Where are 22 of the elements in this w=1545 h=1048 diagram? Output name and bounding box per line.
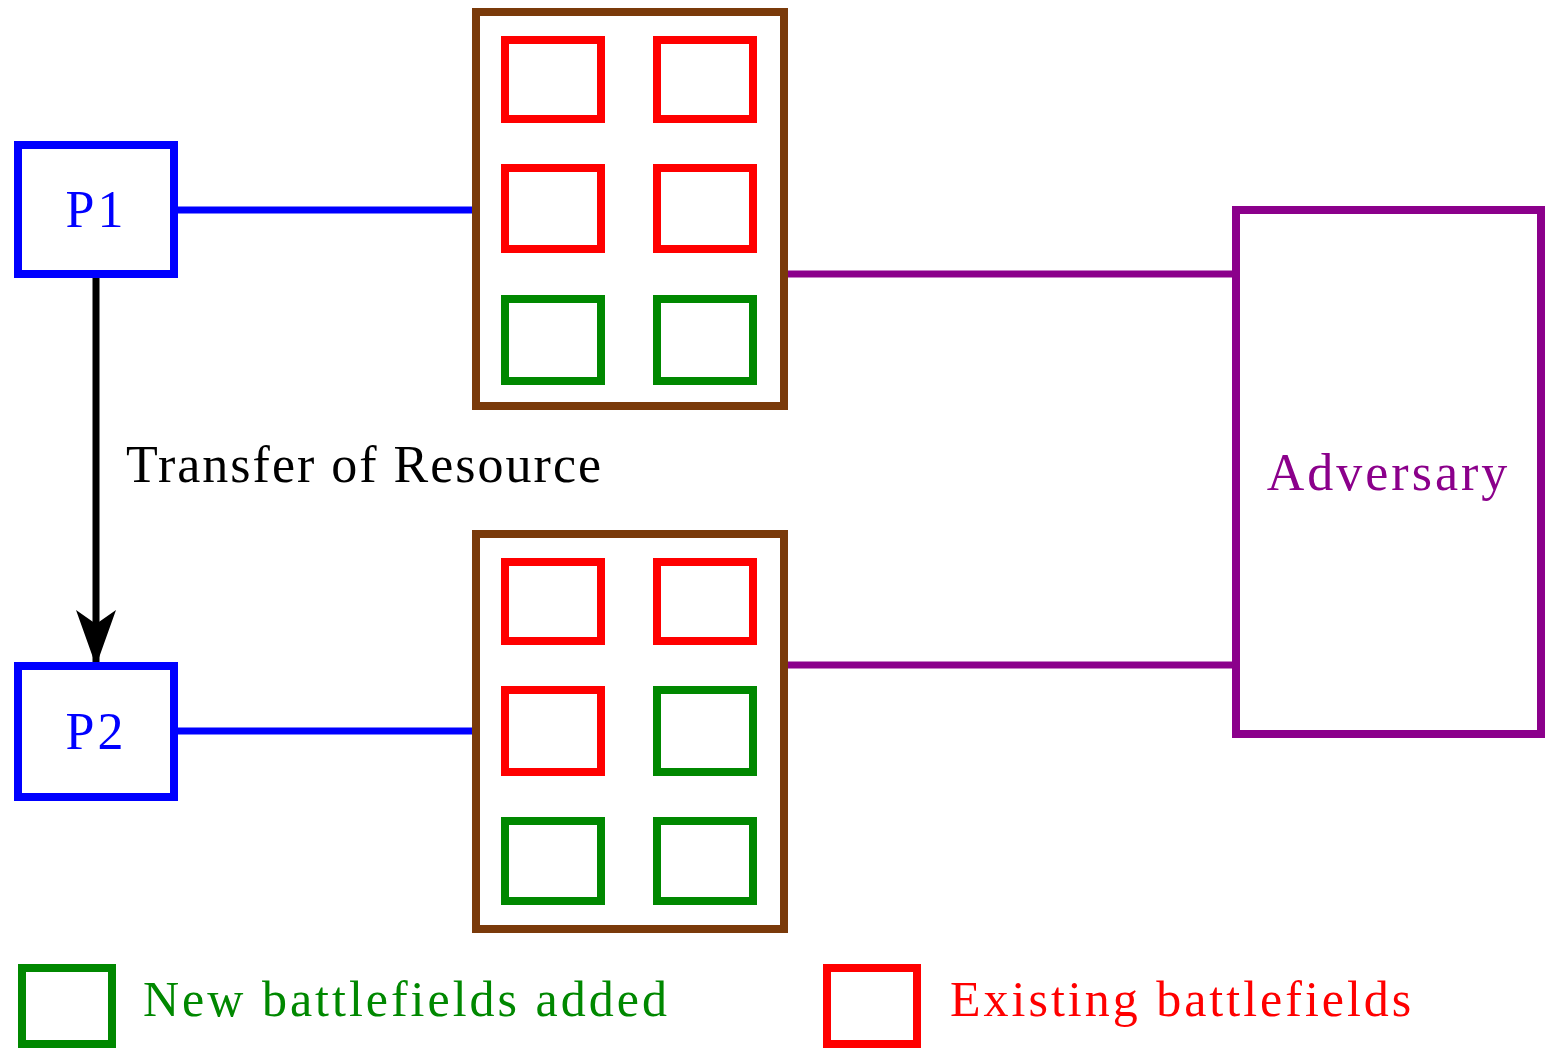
square-box: [501, 686, 605, 776]
square-box: [501, 295, 605, 385]
legend-label: New battlefields added: [143, 972, 670, 1027]
labeled-box: [14, 662, 178, 801]
square-box: [653, 295, 757, 385]
square-box: [653, 36, 757, 123]
node-label: P1: [65, 180, 127, 239]
square-box: [653, 686, 757, 776]
square-box: [653, 817, 757, 905]
square-box: [501, 558, 605, 645]
labeled-box: [14, 141, 178, 278]
square-box: [501, 36, 605, 123]
node-label: P2: [65, 702, 127, 761]
square-box: [653, 558, 757, 645]
container-box: [472, 8, 788, 410]
legend-label: Existing battlefields: [950, 972, 1415, 1027]
labeled-box: [1232, 206, 1545, 738]
container-box: [472, 530, 788, 933]
node-label: Adversary: [1266, 442, 1511, 502]
square-box: [501, 164, 605, 253]
square-box: [501, 817, 605, 905]
square-box: [653, 164, 757, 253]
